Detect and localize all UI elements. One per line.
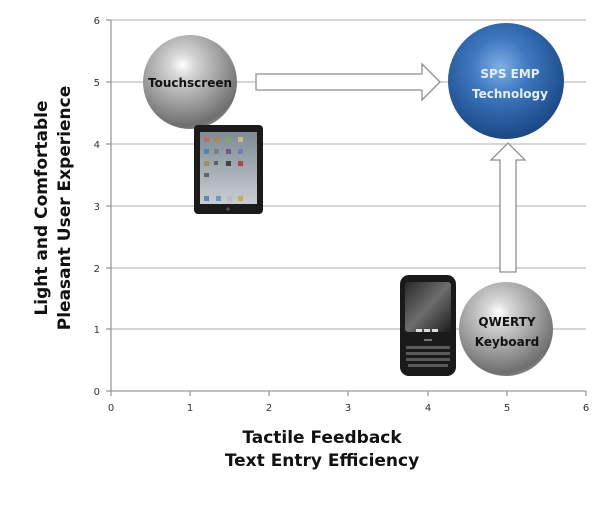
qwerty-label-line-2: Keyboard [475, 335, 540, 349]
x-axis-title: Tactile Feedback Text Entry Efficiency [225, 428, 419, 471]
y-tick-label: 5 [94, 78, 100, 89]
y-tick-label: 2 [94, 264, 100, 275]
x-tick-label: 0 [108, 403, 114, 414]
arrow-up-icon [489, 142, 527, 273]
silver-sphere-icon [143, 35, 237, 129]
axes [106, 19, 587, 396]
qwerty-keyboard-bubble: QWERTY Keyboard [459, 282, 553, 376]
sps-emp-label-line-1: SPS EMP [480, 67, 539, 81]
smartphone-icon [400, 275, 456, 376]
sps-emp-label-line-2: Technology [472, 87, 548, 101]
x-axis-title-line-1: Tactile Feedback [242, 428, 402, 448]
y-tick-label: 1 [94, 325, 100, 336]
x-tick-label: 5 [504, 403, 510, 414]
y-tick-label: 4 [94, 140, 100, 151]
y-tick-labels: 6 5 4 3 2 1 0 [94, 16, 100, 398]
touchscreen-bubble: Touchscreen [143, 35, 237, 129]
blue-sphere-icon [448, 23, 564, 139]
x-tick-label: 2 [266, 403, 272, 414]
qwerty-label-line-1: QWERTY [478, 315, 536, 329]
arrow-right-icon [255, 62, 441, 102]
silver-sphere-icon [459, 282, 553, 376]
y-axis-title: Light and Comfortable Pleasant User Expe… [32, 86, 75, 331]
x-tick-labels: 0 1 2 3 4 5 6 [108, 403, 589, 414]
x-tick-label: 4 [425, 403, 431, 414]
y-tick-label: 6 [94, 16, 100, 27]
y-axis-title-line-2: Pleasant User Experience [55, 86, 75, 331]
tablet-icon [194, 125, 263, 214]
y-tick-label: 3 [94, 202, 100, 213]
touchscreen-label: Touchscreen [148, 76, 232, 90]
y-axis-title-line-1: Light and Comfortable [32, 100, 52, 315]
x-axis-title-line-2: Text Entry Efficiency [225, 451, 419, 471]
x-tick-label: 1 [187, 403, 193, 414]
sps-emp-technology-bubble: SPS EMP Technology [448, 23, 564, 139]
x-tick-label: 3 [345, 403, 351, 414]
y-tick-label: 0 [94, 387, 100, 398]
x-tick-label: 6 [583, 403, 589, 414]
